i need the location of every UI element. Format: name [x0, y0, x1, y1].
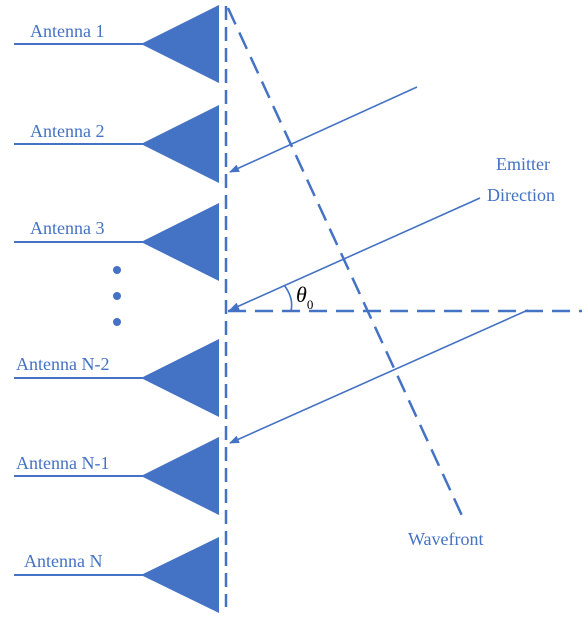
signal-arrow-1 — [229, 86, 418, 173]
theta-subscript: 0 — [307, 297, 314, 312]
antenna-n-minus-1-triangle — [141, 437, 219, 515]
antenna-2: Antenna 2 — [14, 105, 219, 183]
antenna-n: Antenna N — [14, 537, 219, 613]
antenna-n-minus-2-label: Antenna N-2 — [16, 354, 109, 374]
antenna-3: Antenna 3 — [14, 203, 219, 281]
antenna-1: Antenna 1 — [14, 5, 219, 83]
emitter-direction-line2: Direction — [487, 185, 555, 205]
antenna-n-minus-2-triangle — [141, 339, 219, 417]
ellipsis-dot — [113, 318, 121, 326]
vertical-dots-icon — [113, 266, 121, 326]
antenna-n-minus-2: Antenna N-2 — [14, 339, 219, 417]
signal-arrow-3 — [229, 309, 529, 444]
ellipsis-dot — [113, 266, 121, 274]
theta-label: θ0 — [296, 282, 313, 312]
ellipsis-dot — [113, 292, 121, 300]
emitter-direction-line1: Emitter — [496, 154, 550, 174]
antenna-1-label: Antenna 1 — [30, 21, 104, 41]
antenna-n-label: Antenna N — [24, 551, 102, 571]
signal-arrow-2 — [229, 197, 481, 311]
antenna-n-triangle — [141, 537, 219, 613]
antenna-1-triangle — [141, 5, 219, 83]
antenna-n-minus-1-label: Antenna N-1 — [16, 453, 109, 473]
wavefront-line — [226, 7, 466, 521]
wavefront-label: Wavefront — [408, 529, 484, 549]
angle-arc — [283, 284, 293, 312]
antenna-3-label: Antenna 3 — [30, 218, 104, 238]
antenna-n-minus-1: Antenna N-1 — [14, 437, 219, 515]
antenna-2-triangle — [141, 105, 219, 183]
antenna-2-label: Antenna 2 — [30, 121, 104, 141]
antenna-3-triangle — [141, 203, 219, 281]
theta-symbol: θ — [296, 282, 307, 307]
